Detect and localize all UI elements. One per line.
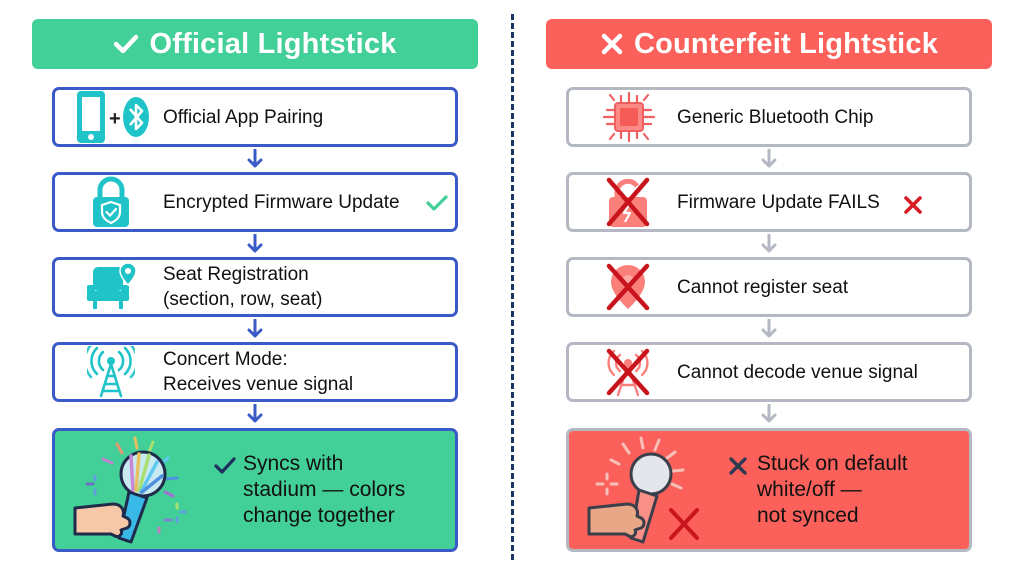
step-label: Cannot decode venue signal <box>677 361 918 383</box>
step-label: Firmware Update FAILS <box>677 191 880 213</box>
result-line: Stuck on default <box>757 452 908 475</box>
step-label: Official App Pairing <box>163 106 324 128</box>
seat-location-icon <box>85 261 139 313</box>
phone-bluetooth-icon: + <box>75 89 151 145</box>
counterfeit-title: Counterfeit Lightstick <box>633 27 939 60</box>
arrow-down-icon <box>247 234 263 253</box>
result-line: stadium — colors <box>243 478 406 501</box>
arrow-down-icon <box>247 404 263 423</box>
result-line: white/off — <box>757 478 862 501</box>
official-result: Syncs with stadium — colors change toget… <box>52 428 458 552</box>
x-icon <box>727 455 749 482</box>
step-label-line: Receives venue signal <box>163 374 354 395</box>
counterfeit-header: Counterfeit Lightstick <box>546 19 992 69</box>
chip-icon <box>601 90 657 144</box>
counterfeit-step-firmware: Firmware Update FAILS <box>566 172 972 232</box>
step-label: Seat Registration (section, row, seat) <box>163 262 322 312</box>
lock-shield-icon <box>91 176 131 228</box>
x-icon <box>903 195 923 220</box>
step-label-line: Concert Mode: <box>163 349 288 370</box>
location-crossed-icon <box>605 262 651 312</box>
result-text: Stuck on default white/off — not synced <box>757 451 908 529</box>
antenna-tower-icon <box>87 346 135 398</box>
arrow-down-icon <box>247 149 263 168</box>
step-label: Concert Mode: Receives venue signal <box>163 347 353 397</box>
rainbow-lightstick-icon <box>73 434 191 546</box>
result-line: Syncs with <box>243 452 344 475</box>
result-text: Syncs with stadium — colors change toget… <box>243 451 405 529</box>
counterfeit-result: Stuck on default white/off — not synced <box>566 428 972 552</box>
result-line: change together <box>243 504 395 527</box>
antenna-crossed-icon <box>605 347 651 397</box>
counterfeit-step-seat: Cannot register seat <box>566 257 972 317</box>
step-label: Encrypted Firmware Update <box>163 191 400 213</box>
arrow-down-icon <box>761 234 777 253</box>
broken-lock-crossed-icon <box>605 176 651 228</box>
check-icon <box>425 193 449 218</box>
official-step-concert-mode: Concert Mode: Receives venue signal <box>52 342 458 402</box>
arrow-down-icon <box>247 319 263 338</box>
counterfeit-step-signal: Cannot decode venue signal <box>566 342 972 402</box>
official-step-app-pairing: + Official App Pairing <box>52 87 458 147</box>
official-title: Official Lightstick <box>149 27 397 60</box>
white-lightstick-icon <box>587 434 705 546</box>
result-line: not synced <box>757 504 859 527</box>
check-icon <box>213 455 237 482</box>
official-header: Official Lightstick <box>32 19 478 69</box>
check-icon <box>113 33 139 55</box>
plus-sign: + <box>109 108 121 130</box>
step-label-line: (section, row, seat) <box>163 289 323 310</box>
counterfeit-step-chip: Generic Bluetooth Chip <box>566 87 972 147</box>
official-step-seat-registration: Seat Registration (section, row, seat) <box>52 257 458 317</box>
arrow-down-icon <box>761 404 777 423</box>
step-label-line: Seat Registration <box>163 264 309 285</box>
column-divider <box>511 14 514 560</box>
step-label: Generic Bluetooth Chip <box>677 106 874 128</box>
arrow-down-icon <box>761 149 777 168</box>
step-label: Cannot register seat <box>677 276 849 298</box>
official-step-firmware: Encrypted Firmware Update <box>52 172 458 232</box>
arrow-down-icon <box>761 319 777 338</box>
x-icon <box>600 32 624 56</box>
